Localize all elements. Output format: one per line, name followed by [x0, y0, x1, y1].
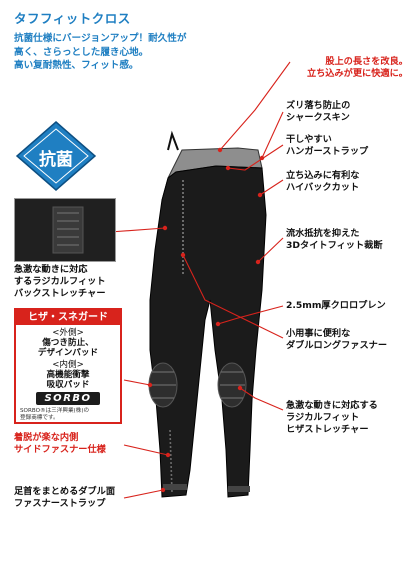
inner-label: <内側> — [52, 360, 84, 370]
chloroprene-text: 2.5mm厚クロロプレン — [286, 300, 386, 311]
inner-line2: 吸収パッド — [46, 380, 90, 390]
leader-dots — [147, 147, 265, 493]
knee-shin-guard-heading: ヒザ・スネガード — [16, 310, 120, 325]
antibacterial-badge-label: 抗菌 — [39, 150, 73, 170]
thigh-length-text: 股上の長さを改良。 立ち込みが更に快適に。 — [306, 56, 408, 79]
product-title: タフフィットクロス — [14, 11, 131, 26]
sorbo-note-line1: SORBO®は三洋興業(株)の — [20, 408, 90, 414]
ankle-strap-text: 足首をまとめるダブル面 ファスナーストラップ — [14, 486, 116, 509]
back-stretcher-icon — [15, 199, 115, 261]
leader-lines — [109, 61, 291, 499]
hanger-strap-text: 干しやすい ハンガーストラップ — [286, 134, 369, 157]
product-subtitle: 抗菌仕様にバージョンアップ！耐久性が 高く、さらっとした履き心地。 高い复耐熱性… — [14, 33, 187, 71]
knee-stretcher-text: 急激な動きに対応する ラジカルフィット ヒザストレッチャー — [286, 400, 378, 435]
tight-fit-text: 流水抵抗を抑えた 3Dタイトフィット裁断 — [286, 228, 383, 251]
antibacterial-badge — [15, 121, 97, 191]
sorbo-note-line2: 登録商標です。 — [20, 415, 59, 421]
wader-pants-illustration — [148, 130, 267, 498]
inner-line1: 高機能衝撃 — [46, 370, 90, 380]
back-stretcher-photo — [14, 198, 116, 262]
high-back-text: 立ち込みに有利な ハイバックカット — [286, 170, 360, 193]
side-zipper-text: 着脱が楽な内側 サイドファスナー仕様 — [14, 432, 106, 455]
sorbo-logo: SORBO — [36, 392, 100, 405]
back-stretcher-text: 急激な動きに対応 するラジカルフィット バックストレッチャー — [14, 264, 106, 299]
double-zipper-text: 小用事に便利な ダブルロングファスナー — [286, 328, 388, 351]
outer-line2: デザインパッド — [37, 348, 99, 358]
knee-shin-guard-box: ヒザ・スネガード <外側> 傷つき防止、 デザインパッド <内側> 高機能衝撃 … — [14, 308, 122, 424]
shark-skin-text: ズリ落ち防止の シャークスキン — [286, 100, 351, 123]
outer-line1: 傷つき防止、 — [42, 338, 94, 348]
outer-label: <外側> — [52, 328, 84, 338]
